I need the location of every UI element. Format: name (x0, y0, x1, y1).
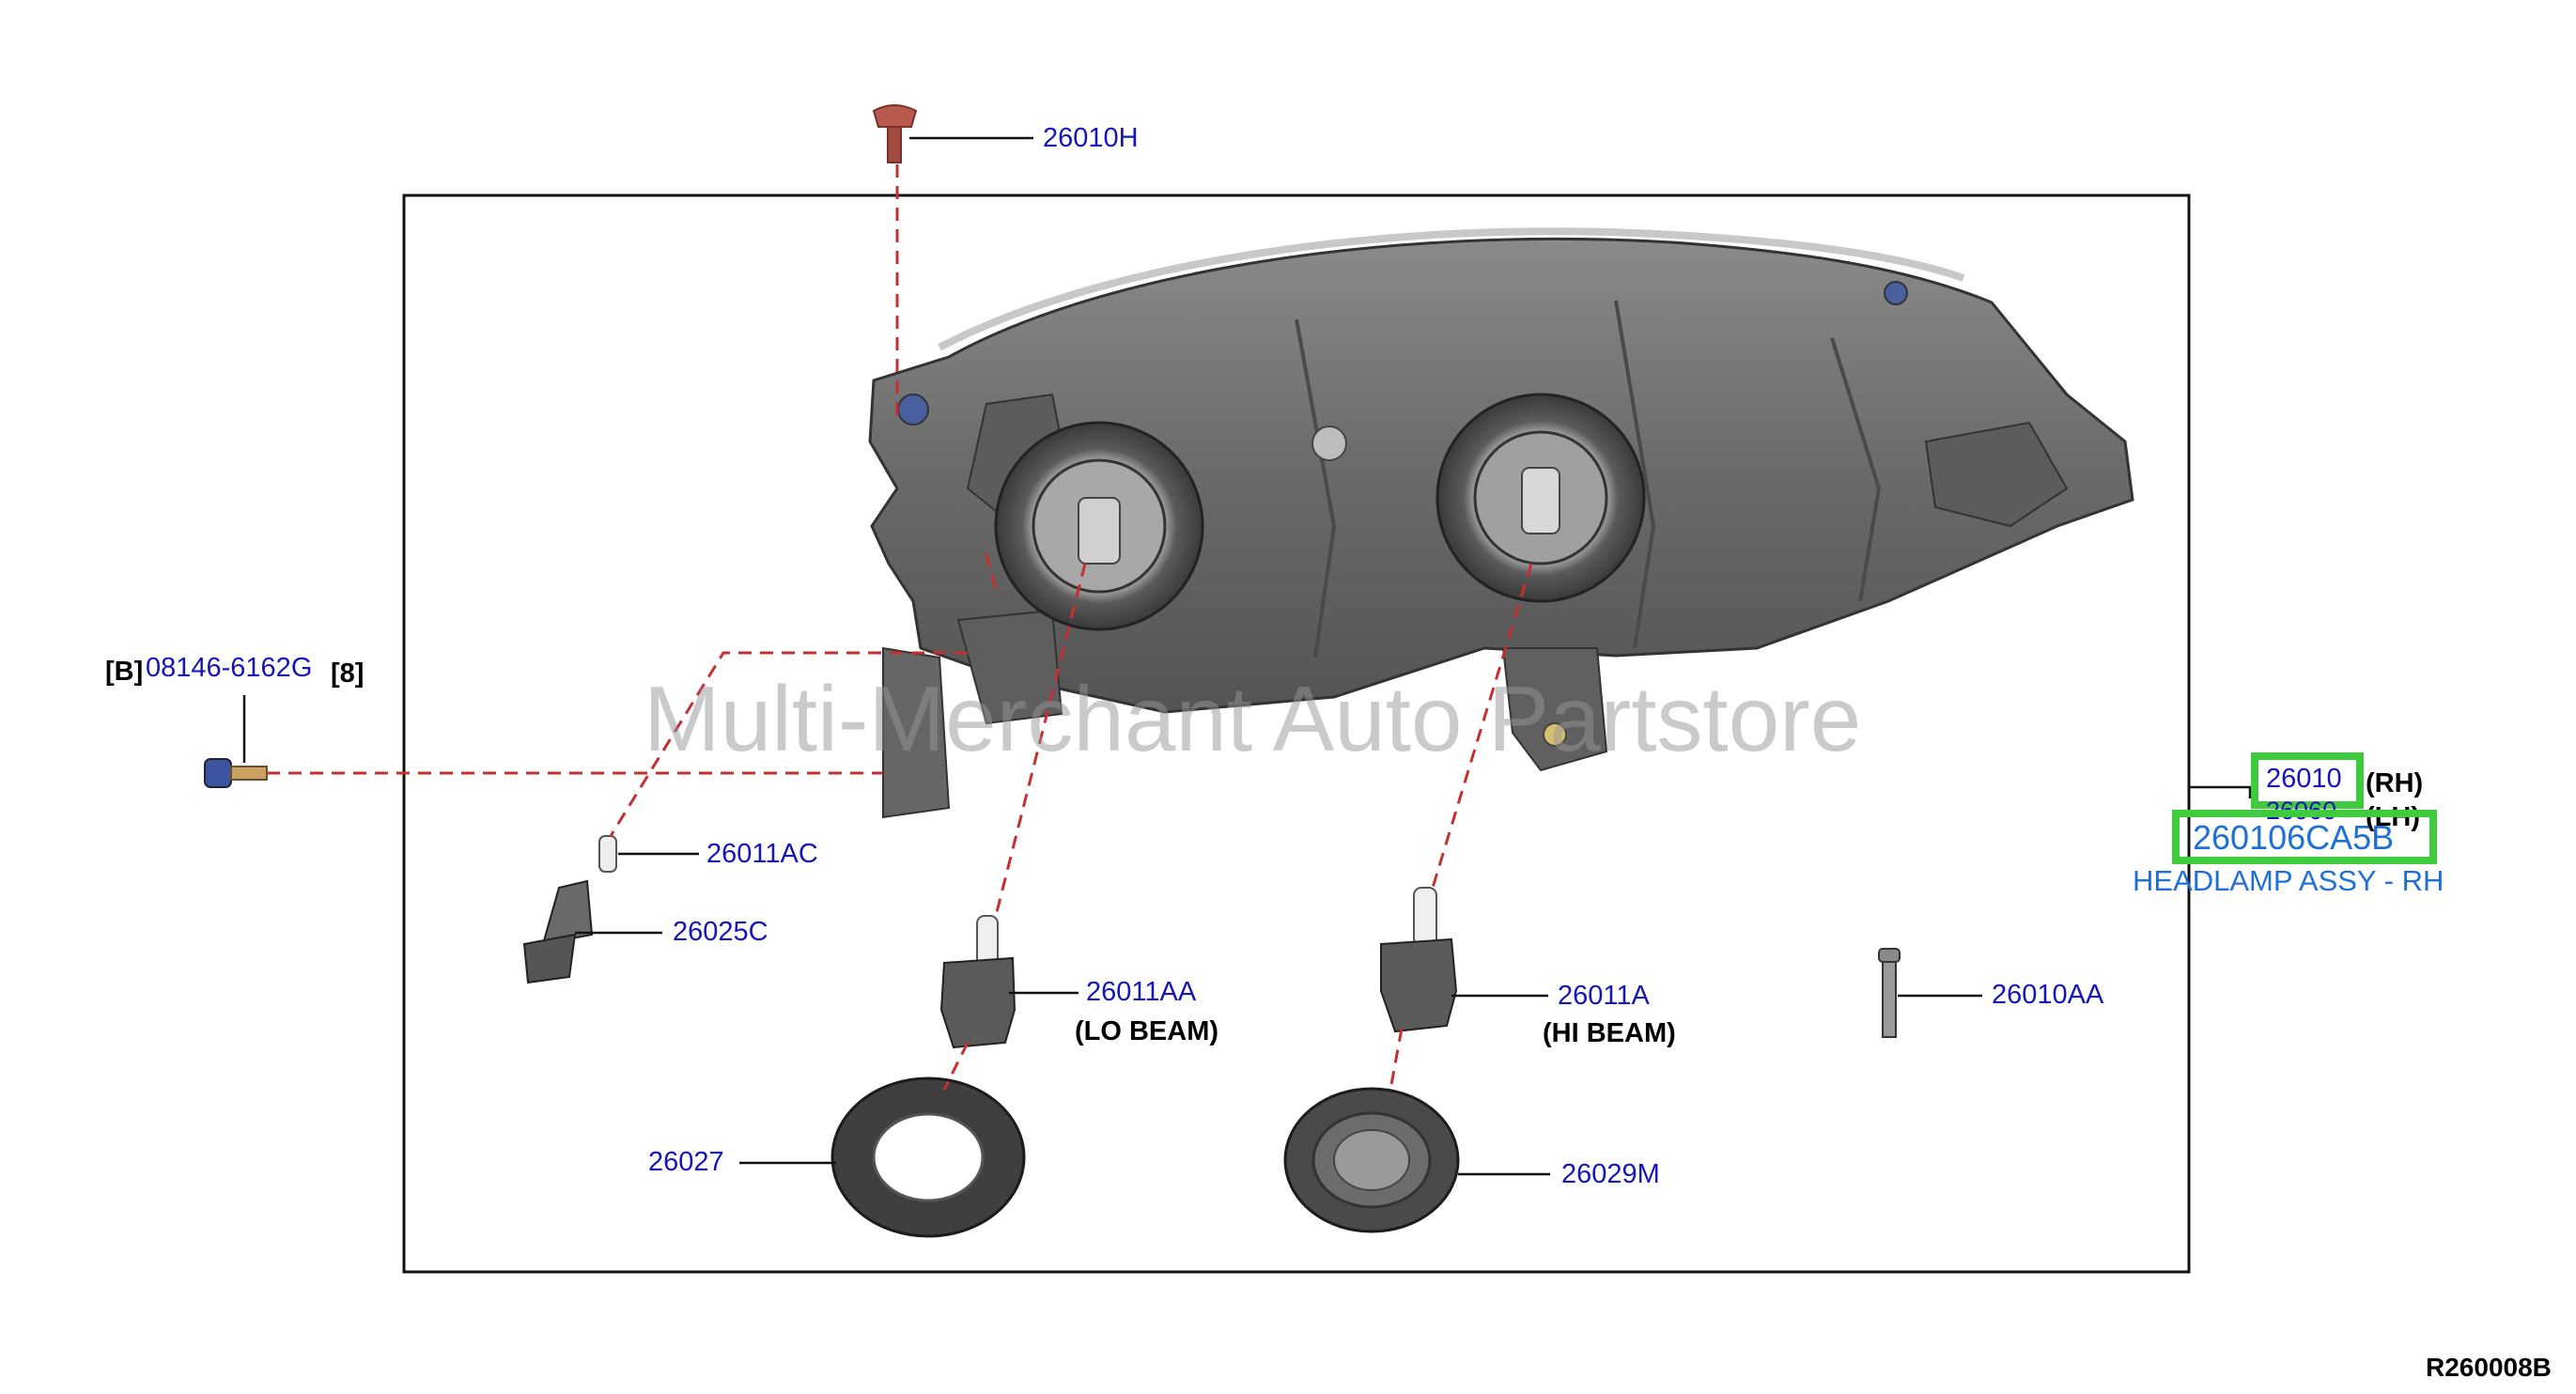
callout-26011ac[interactable]: 26011AC (706, 839, 818, 869)
bulb-26011ac-part (598, 835, 617, 873)
highlight-box-26010 (2251, 752, 2364, 809)
gasket-26029m-part (1283, 1087, 1460, 1233)
callout-b-tag: [B] (105, 657, 144, 687)
gasket-26027-part (830, 1076, 1026, 1238)
highlight-box-part-number (2172, 810, 2437, 864)
assembly-rh-code[interactable]: 26010 (2266, 764, 2342, 794)
socket-26025c-part (522, 879, 594, 984)
callout-26025c[interactable]: 26025C (673, 917, 768, 947)
callout-26010h[interactable]: 26010H (1043, 123, 1139, 153)
assembly-description[interactable]: HEADLAMP ASSY - RH (2133, 864, 2444, 897)
assembly-rh-side: (RH) (2366, 768, 2424, 798)
bulb-26011aa-part (939, 915, 1016, 1049)
callout-26010aa[interactable]: 26010AA (1992, 980, 2104, 1010)
bolt-08146-6162g-part (204, 758, 268, 788)
lo-beam-note: (LO BEAM) (1075, 1016, 1219, 1046)
watermark: Multi-Merchant Auto Partstore (644, 667, 1862, 770)
assembly-frame (402, 194, 2191, 1274)
assembly-part-number[interactable]: 260106CA5B (2193, 818, 2395, 857)
callout-b-qty: [8] (331, 658, 365, 689)
callout-leaders (242, 136, 2252, 1176)
callout-08146-6162g[interactable]: 08146-6162G (146, 653, 313, 683)
drawing-code: R260008B (2426, 1353, 2552, 1382)
callout-26027[interactable]: 26027 (648, 1147, 724, 1177)
dashed-assembly-lines (267, 164, 1533, 1091)
bulb-26011a-part (1380, 887, 1458, 1033)
clip-26010h-part (872, 104, 918, 163)
callout-26029m[interactable]: 26029M (1561, 1159, 1660, 1189)
assembly-lh-side: (LH) (2366, 802, 2420, 832)
headlamp-housing (868, 227, 2134, 819)
callout-26011a[interactable]: 26011A (1558, 981, 1650, 1011)
callout-26011aa[interactable]: 26011AA (1086, 977, 1197, 1007)
screw-26010aa-part (1878, 948, 1901, 1038)
hi-beam-note: (HI BEAM) (1543, 1018, 1676, 1048)
